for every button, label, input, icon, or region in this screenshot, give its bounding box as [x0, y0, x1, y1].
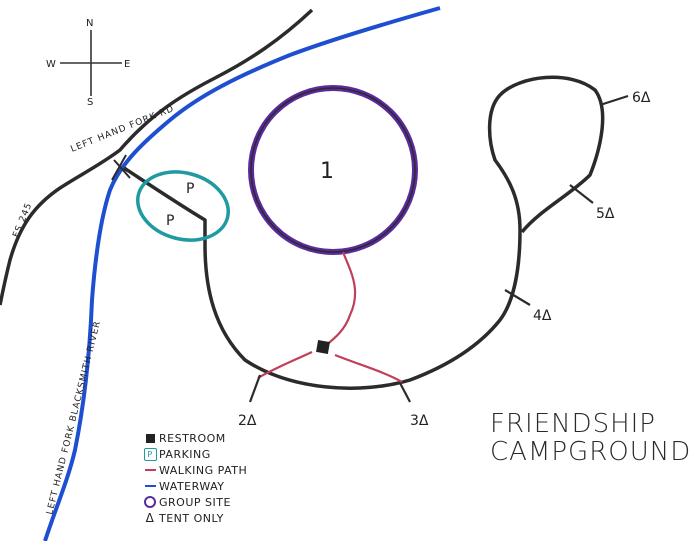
site-4-label: 4Δ	[533, 308, 552, 324]
site-6-spur	[599, 94, 629, 107]
legend-restroom: RESTROOM	[143, 430, 247, 446]
legend-restroom-label: RESTROOM	[159, 431, 226, 445]
walking-path-site2	[257, 351, 313, 379]
legend-parking-label: PARKING	[159, 447, 211, 461]
waterway-river	[43, 6, 441, 541]
legend-waterway-label: WATERWAY	[159, 479, 225, 493]
left-hand-fork-road	[0, 8, 314, 306]
site-6-label: 6Δ	[632, 90, 651, 106]
compass: N S E W	[46, 18, 130, 108]
tent-icon: Δ	[145, 511, 155, 525]
campground-loop-road	[123, 75, 605, 390]
compass-e: E	[124, 59, 130, 70]
legend-waterway: WATERWAY	[143, 478, 247, 494]
site-2-spur	[248, 374, 262, 403]
parking-label-1: P	[186, 181, 194, 197]
site-4-spur	[504, 289, 531, 306]
legend-group-site-label: GROUP SITE	[159, 495, 231, 509]
river-label: LEFT HAND FORK BLACKSMITH RIVER	[45, 320, 103, 516]
walking-path-group	[323, 251, 357, 348]
walking-path-site3	[334, 353, 403, 383]
walking-path-icon	[143, 469, 157, 471]
legend-group-site: GROUP SITE	[143, 494, 247, 510]
parking-symbol: P	[143, 447, 157, 461]
title-line-1: FRIENDSHIP	[490, 409, 656, 439]
restroom-icon	[143, 433, 157, 443]
compass-n: N	[86, 18, 93, 29]
entrance-crossing	[111, 154, 131, 181]
waterway-icon	[143, 484, 157, 488]
parking-lot	[136, 170, 230, 242]
site-3-spur	[399, 382, 411, 403]
parking-label-2: P	[166, 213, 174, 229]
group-site-inner-line	[250, 87, 416, 253]
parking-icon: P	[143, 447, 157, 461]
title-line-2: CAMPGROUND	[490, 437, 692, 467]
site-3-label: 3Δ	[410, 413, 429, 429]
group-site-icon	[143, 496, 157, 508]
compass-s: S	[87, 97, 93, 108]
group-site-label: 1	[320, 159, 334, 184]
legend-walking-path-label: WALKING PATH	[159, 463, 248, 477]
site-5-label: 5Δ	[596, 206, 615, 222]
site-5-spur	[569, 184, 594, 204]
legend-walking-path: WALKING PATH	[143, 462, 247, 478]
restroom-marker	[316, 340, 330, 354]
legend-tent-only: Δ TENT ONLY	[143, 510, 247, 526]
map-legend: RESTROOM P PARKING WALKING PATH WATERWAY…	[143, 430, 247, 526]
legend-tent-only-label: TENT ONLY	[159, 511, 224, 525]
campground-title: FRIENDSHIP CAMPGROUND	[490, 410, 691, 466]
compass-w: W	[46, 59, 56, 70]
legend-parking: P PARKING	[143, 446, 247, 462]
road-label-fs245: FS 245	[12, 201, 35, 239]
site-2-label: 2Δ	[238, 413, 257, 429]
